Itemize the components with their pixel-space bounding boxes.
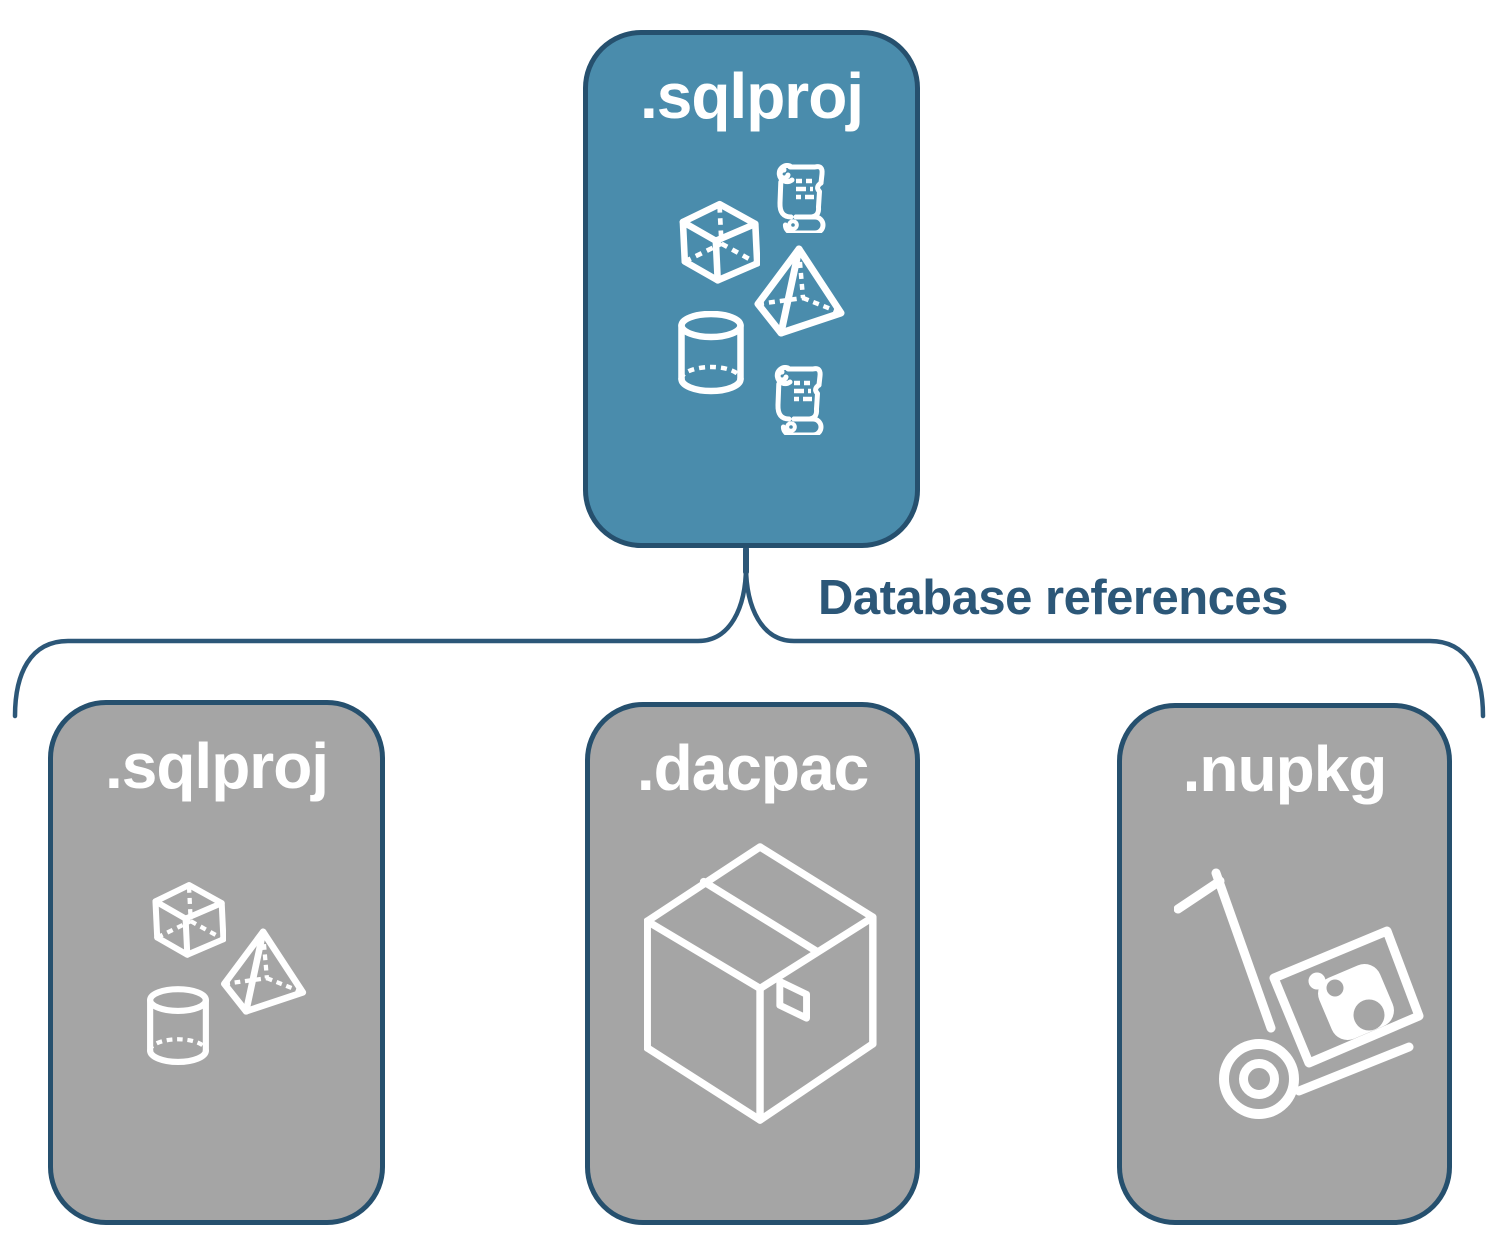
node-sqlproj-parent: .sqlproj: [583, 30, 920, 548]
pyramid-icon: [746, 245, 856, 340]
cylinder-icon: [675, 311, 747, 397]
node-nupkg-child: .nupkg: [1117, 703, 1452, 1225]
cylinder-icon: [144, 986, 212, 1068]
scroll-icon: [768, 365, 828, 435]
node-title: .sqlproj: [639, 60, 864, 132]
pyramid-icon: [213, 928, 317, 1018]
node-dacpac-child: .dacpac: [585, 702, 920, 1225]
node-sqlproj-child: .sqlproj: [48, 700, 385, 1225]
package-box-icon: [644, 843, 882, 1125]
node-title: .sqlproj: [104, 730, 329, 802]
node-title: .nupkg: [1182, 733, 1388, 805]
handtruck-package-icon: [1174, 863, 1424, 1133]
connector-label: Database references: [818, 571, 1288, 625]
node-title: .dacpac: [636, 732, 869, 804]
scroll-icon: [770, 163, 830, 233]
